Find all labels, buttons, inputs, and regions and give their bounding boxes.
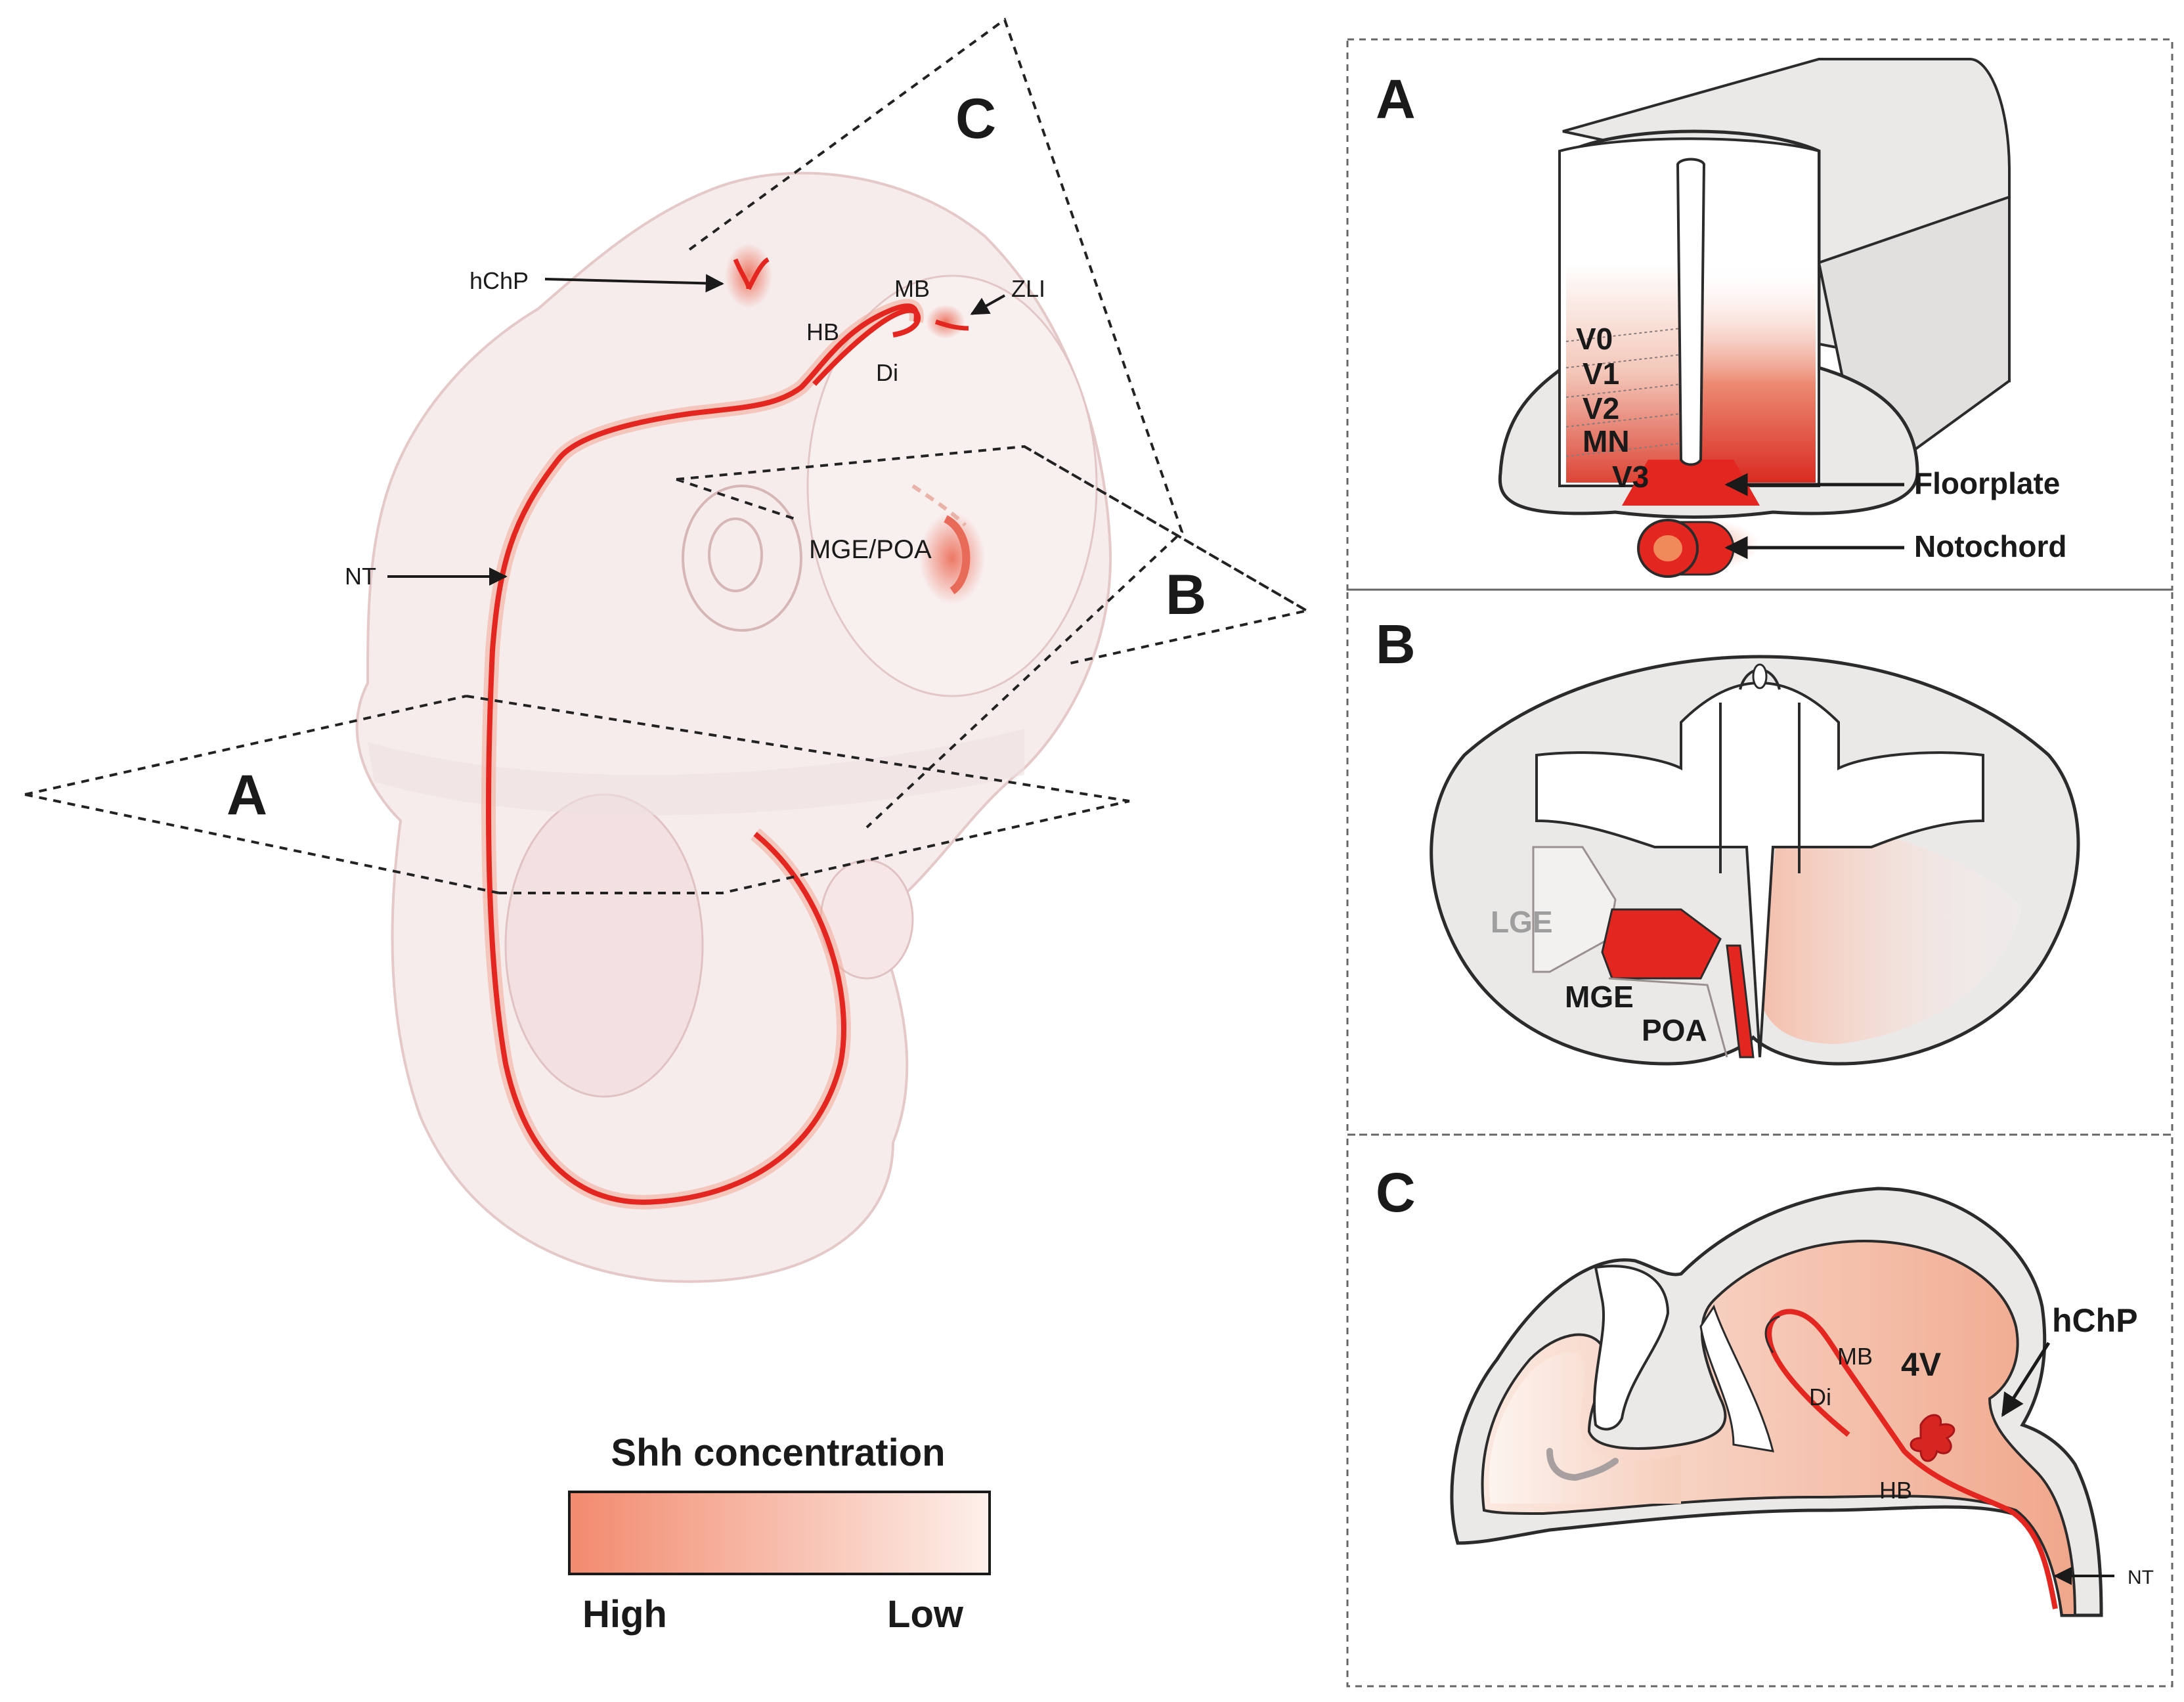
label-nt-panel: NT	[2128, 1567, 2154, 1588]
mge-shh-region	[1601, 908, 1722, 980]
domain-mn: MN	[1583, 424, 1630, 458]
embryo-illustration: hChP MB ZLI HB Di NT MGE/POA A B C	[24, 17, 1311, 1283]
panel-b-letter: B	[1376, 613, 1416, 675]
label-zli: ZLI	[1011, 275, 1045, 302]
eye	[682, 485, 802, 632]
forebrain-region	[806, 274, 1098, 697]
lateral-ventricles	[1535, 681, 1984, 1058]
panel-c-letter: C	[1376, 1162, 1416, 1223]
central-canal	[1676, 158, 1706, 466]
eye-inner	[708, 517, 763, 592]
label-di: Di	[876, 359, 898, 386]
label-nt: NT	[345, 563, 376, 590]
label-mb-panel: MB	[1837, 1343, 1873, 1370]
label-hchp: hChP	[470, 267, 529, 294]
label-hb: HB	[806, 318, 839, 345]
domain-v2: V2	[1583, 391, 1619, 426]
poa-shh-stripe	[1726, 944, 1755, 1058]
domain-v3: V3	[1612, 460, 1649, 494]
panel-b-forebrain: B LGE MGE POA	[1346, 588, 2173, 1136]
heart-bulge	[504, 793, 704, 1098]
panel-c-sagittal: C 4V hChP MB Di HB NT	[1346, 1133, 2173, 1688]
legend-gradient-bar	[568, 1491, 991, 1575]
mge-poa-shh-source	[943, 515, 971, 594]
label-mge: MGE	[1565, 980, 1634, 1014]
squiggle	[1546, 1448, 1619, 1481]
legend-title: Shh concentration	[611, 1431, 945, 1474]
panel-a-letter: A	[1376, 68, 1416, 130]
label-di-panel: Di	[1809, 1384, 1831, 1410]
plane-b-label: B	[1166, 563, 1206, 626]
label-notochord: Notochord	[1914, 529, 2067, 563]
label-hchp-panel: hChP	[2052, 1302, 2138, 1339]
panel-a-spinal-cord: A V0 V1 V2 MN V3	[1346, 38, 2173, 591]
concentration-legend: Shh concentration High Low	[568, 1431, 991, 1636]
label-mb: MB	[894, 275, 930, 302]
legend-low: Low	[887, 1593, 964, 1636]
plane-c	[688, 17, 1184, 829]
label-poa: POA	[1642, 1013, 1707, 1047]
panel-c-shh-line	[1766, 1309, 2058, 1609]
section-band	[368, 729, 1024, 816]
zli-shh-source	[934, 319, 969, 331]
label-floorplate: Floorplate	[1914, 466, 2060, 500]
hchp-structure	[1910, 1414, 1955, 1462]
plane-c-label: C	[955, 87, 996, 150]
domain-v0: V0	[1576, 322, 1613, 356]
domain-v1: V1	[1583, 357, 1619, 391]
label-hb-panel: HB	[1879, 1477, 1912, 1504]
label-lge: LGE	[1491, 905, 1553, 939]
plane-a-label: A	[227, 764, 267, 827]
label-mge-poa: MGE/POA	[809, 535, 932, 564]
hchp-shh-source	[733, 257, 770, 290]
plane-b	[676, 445, 1311, 665]
legend-high: High	[582, 1593, 667, 1636]
label-4v: 4V	[1901, 1346, 1942, 1383]
